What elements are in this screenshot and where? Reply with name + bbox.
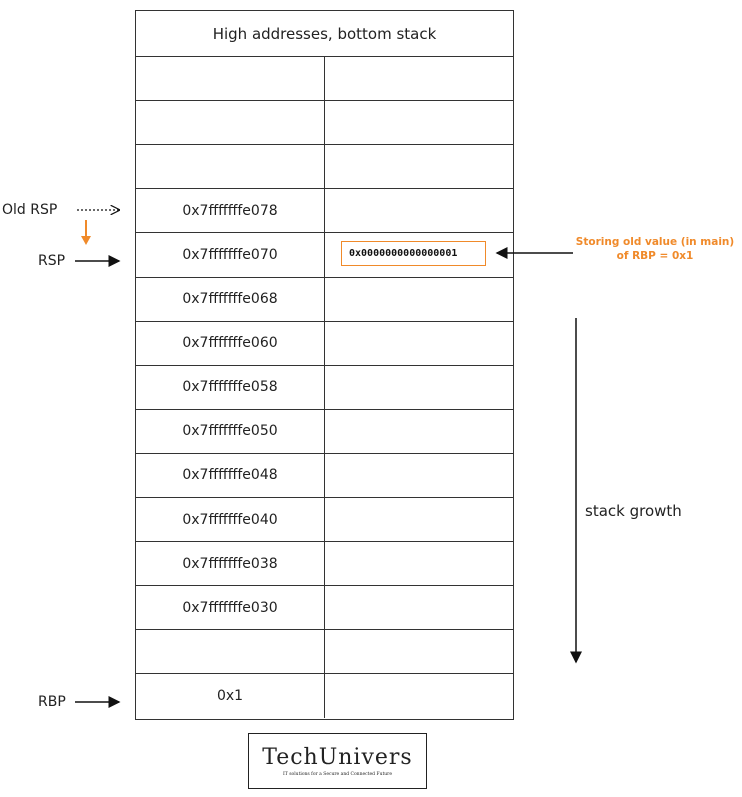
stack-row: 0x7fffffffe050: [136, 408, 513, 453]
stack-address: 0x7fffffffe038: [182, 555, 278, 572]
stack-address: 0x1: [216, 687, 244, 704]
stack-address: 0x7fffffffe078: [182, 202, 278, 219]
annotation-line-1: Storing old value (in main): [575, 236, 735, 248]
stack-row: [136, 56, 513, 100]
stack-growth-label: stack growth: [585, 502, 682, 520]
stack-row: 0x7fffffffe078: [136, 188, 513, 232]
stack-address: 0x7fffffffe068: [182, 291, 278, 308]
stored-value-box: 0x0000000000000001: [341, 241, 486, 266]
orange-down-arrowhead: [81, 236, 91, 245]
stack-address: 0x7fffffffe048: [182, 467, 278, 484]
stack-address: 0x7fffffffe070: [182, 246, 278, 263]
stack-row: [136, 100, 513, 144]
stack-row: 0x7fffffffe048: [136, 452, 513, 497]
stack-row: 0x7fffffffe068: [136, 276, 513, 321]
stack-header: High addresses, bottom stack: [212, 24, 437, 43]
stack-address: 0x7fffffffe050: [182, 423, 278, 440]
old-rsp-label: Old RSP: [2, 202, 58, 218]
stack-row: [136, 629, 513, 673]
stack-address: 0x7fffffffe040: [182, 511, 278, 528]
stack-table: High addresses, bottom stack 0x7fffffffe…: [135, 10, 514, 720]
stack-address: 0x7fffffffe030: [182, 599, 278, 616]
stack-address: 0x7fffffffe060: [182, 335, 278, 352]
stack-row: 0x7fffffffe030: [136, 585, 513, 629]
rsp-label: RSP: [38, 253, 66, 269]
stack-row: [136, 144, 513, 188]
stack-row: 0x7fffffffe040: [136, 497, 513, 541]
stack-row: 0x7fffffffe070: [136, 232, 513, 276]
logo-tagline: IT solutions for a Secure and Connected …: [283, 772, 392, 777]
stack-row: 0x1: [136, 673, 513, 717]
stack-address: 0x7fffffffe058: [182, 379, 278, 396]
stack-row: 0x7fffffffe058: [136, 364, 513, 409]
logo-name: TechUnivers: [262, 745, 413, 770]
stack-row: 0x7fffffffe060: [136, 320, 513, 365]
stack-row: 0x7fffffffe038: [136, 541, 513, 585]
column-divider: [324, 56, 325, 718]
techunivers-logo: TechUnivers IT solutions for a Secure an…: [248, 733, 427, 789]
annotation-note: Storing old value (in main) of RBP = 0x1: [570, 235, 740, 263]
rbp-label: RBP: [38, 694, 66, 710]
annotation-line-2: of RBP = 0x1: [616, 250, 694, 262]
